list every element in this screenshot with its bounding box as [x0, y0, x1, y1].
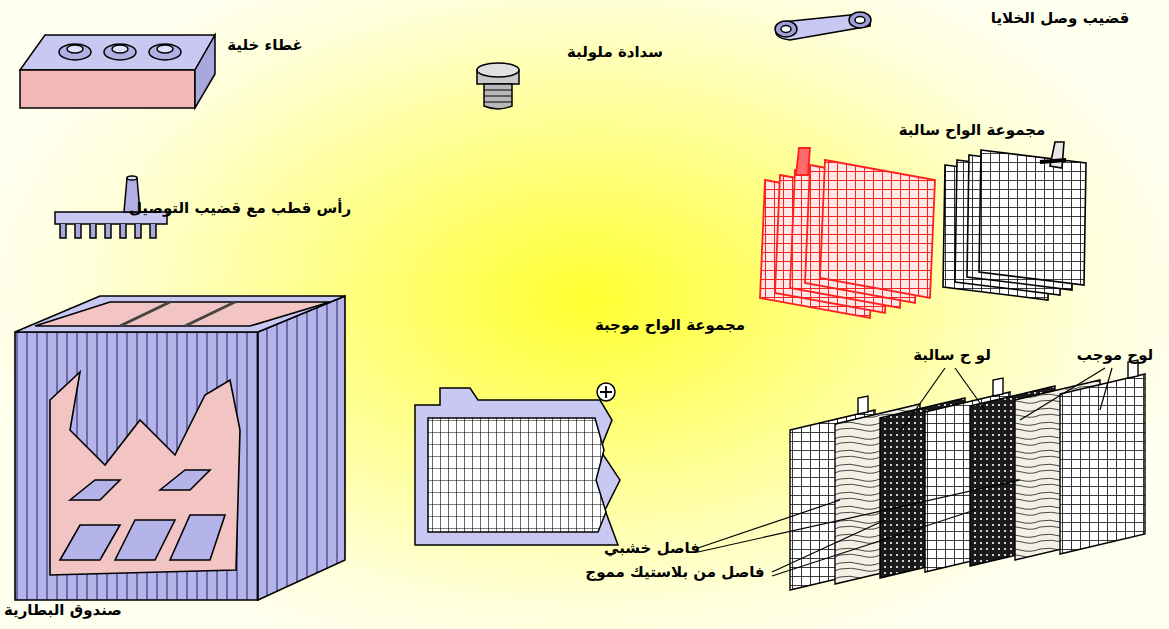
battery-case — [120, 302, 235, 326]
screw-plug — [484, 90, 512, 102]
cell-cover — [67, 45, 83, 53]
cell-cover — [195, 35, 215, 108]
negative-plate-group — [1040, 160, 1066, 162]
part-label: رأس قطب مع قضيب التوصيل — [129, 199, 351, 217]
leader-line — [698, 480, 1020, 552]
negative-plate-group — [1050, 142, 1064, 168]
cell-cover — [104, 44, 136, 60]
grid-plate — [597, 383, 615, 401]
cell-cover — [20, 70, 195, 108]
part-label: مجموعة الواح سالبة — [899, 121, 1046, 139]
plate-stack — [790, 360, 1145, 590]
cell-cover — [112, 45, 128, 53]
leader-line — [772, 510, 975, 576]
leader-line — [1020, 368, 1105, 420]
part-label: فاصل من بلاستيك مموج — [585, 563, 764, 581]
part-label: مجموعة الواح موجبة — [595, 316, 745, 334]
leader-line — [955, 368, 985, 410]
battery-case — [50, 372, 240, 575]
part-label: سدادة ملولبة — [567, 43, 663, 61]
battery-case — [15, 332, 258, 600]
cell-cover — [59, 44, 91, 60]
grid-plate — [428, 418, 606, 532]
battery-case — [15, 296, 345, 332]
battery-case — [258, 296, 345, 600]
cell-cover — [157, 45, 173, 53]
plate-stack — [858, 396, 868, 414]
cell-cover — [20, 35, 215, 108]
leader-line — [772, 520, 885, 572]
screw-plug — [484, 84, 512, 109]
negative-plate-group — [943, 142, 1086, 300]
positive-plate-group — [820, 160, 935, 298]
pole-head — [127, 176, 137, 180]
cell-connector-bar — [849, 12, 871, 28]
cell-connector-bar — [781, 26, 791, 33]
negative-plate-group — [979, 150, 1086, 285]
battery-case — [70, 470, 210, 500]
battery-case — [15, 296, 345, 600]
leader-line — [698, 368, 1112, 576]
part-label: قضيب وصل الخلايا — [991, 9, 1130, 27]
part-label: لو ح سالبة — [913, 346, 991, 364]
cell-connector-bar — [775, 12, 871, 40]
screw-plug — [477, 63, 519, 109]
screw-plug — [477, 63, 519, 77]
leader-line — [1100, 368, 1112, 410]
battery-case — [60, 515, 225, 560]
part-label: فاصل خشبي — [604, 539, 700, 557]
part-label: لوح موجب — [1077, 346, 1153, 364]
part-label: صندوق البطارية — [4, 601, 122, 619]
leader-line — [698, 500, 840, 548]
cell-cover — [149, 44, 181, 60]
positive-plate-group — [760, 148, 935, 318]
grid-plate — [415, 383, 620, 545]
battery-case — [35, 302, 330, 326]
pole-head — [60, 224, 156, 238]
positive-plate-group — [796, 148, 810, 175]
grid-plate — [415, 388, 620, 545]
cell-connector-bar — [775, 21, 797, 37]
cell-cover — [20, 35, 215, 70]
cell-connector-bar — [855, 17, 865, 24]
leader-line — [900, 368, 945, 432]
part-label: غطاء خلية — [227, 36, 303, 54]
grid-plate — [600, 386, 612, 398]
plate-stack — [993, 378, 1003, 396]
